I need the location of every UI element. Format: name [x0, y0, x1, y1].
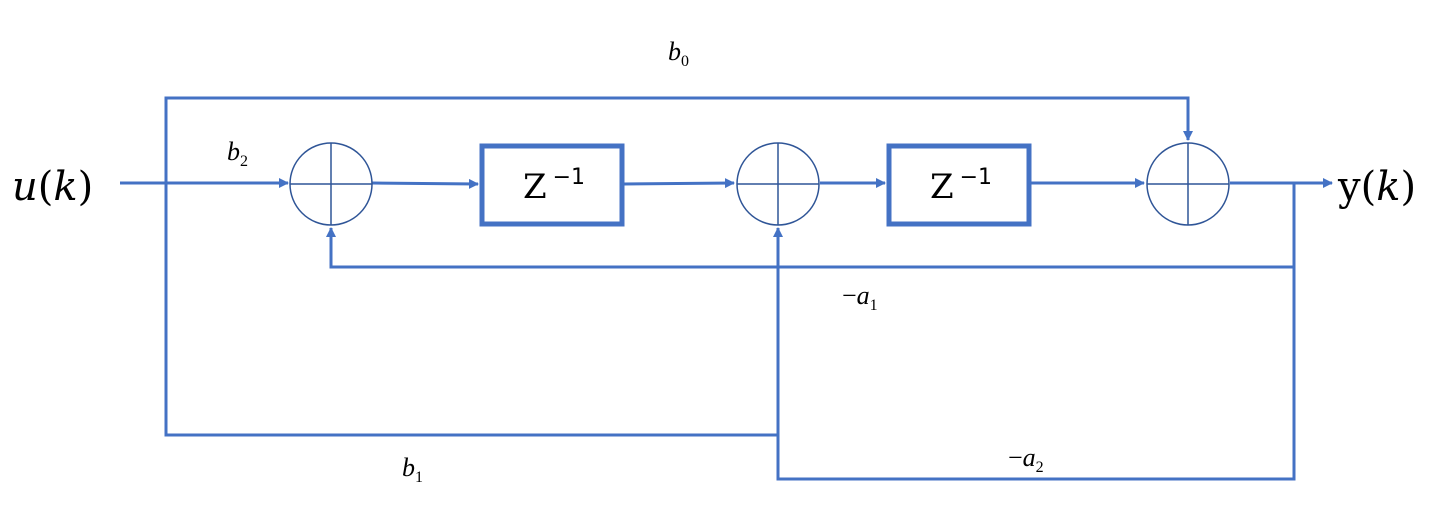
delay-2-exponent: −1	[960, 165, 992, 190]
output-signal-label: y(k)	[1337, 164, 1416, 210]
svg-text:Z−1: Z−1	[930, 165, 992, 207]
coef-b1-label: b1	[402, 453, 423, 486]
b1-path	[164, 183, 778, 437]
delay-1-base: Z	[523, 167, 547, 207]
a2-feedback-path	[773, 227, 1296, 481]
summer-1	[289, 142, 373, 226]
coef-a1-label: −a1	[842, 281, 878, 314]
b0-path	[164, 96, 1193, 183]
delay-block-1: Z−1	[479, 143, 625, 227]
summer-2	[736, 142, 820, 226]
delay-1-exponent: −1	[553, 165, 585, 190]
coef-b2-label: b2	[227, 137, 248, 170]
coef-b0-label: b0	[668, 37, 689, 70]
delay-2-base: Z	[930, 167, 954, 207]
summer-3	[1146, 142, 1230, 226]
delay-block-2: Z−1	[886, 143, 1032, 227]
sum1-to-delay1-wire	[371, 178, 479, 189]
coef-a2-label: −a2	[1008, 443, 1044, 476]
a1-feedback-path	[326, 183, 1296, 269]
delay1-to-sum2-wire	[623, 178, 735, 189]
svg-text:Z−1: Z−1	[523, 165, 585, 207]
input-signal-label: u(k)	[12, 164, 93, 210]
